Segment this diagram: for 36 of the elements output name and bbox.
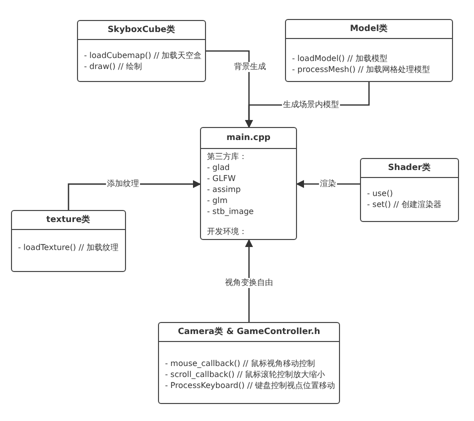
class-box	[285, 19, 453, 82]
arrow	[245, 239, 253, 322]
member-line: - scroll_callback() // 鼠标滚轮控制放大缩小	[165, 369, 326, 380]
edge-label: 渲染	[319, 179, 337, 189]
member-line: - GLFW	[207, 173, 237, 184]
class-box	[77, 20, 206, 82]
member-line: - loadCubemap() // 加载天空盒	[84, 50, 199, 61]
edge-label: 背景生成	[233, 62, 267, 72]
class-title: SkyboxCube类	[78, 21, 205, 40]
member-line: - set() // 创建渲染器	[367, 199, 442, 210]
class-title: Shader类	[361, 159, 458, 178]
edge-label: 视角变换自由	[224, 278, 274, 288]
class-box	[360, 158, 459, 222]
member-line: 第三方库：	[207, 151, 248, 162]
member-line: - draw() // 绘制	[84, 61, 143, 72]
edge-label: 生成场景内模型	[282, 100, 340, 110]
arrow	[296, 180, 360, 188]
class-title: texture类	[12, 211, 125, 230]
class-box	[200, 127, 297, 240]
member-line: - loadModel() // 加载模型	[292, 53, 388, 64]
member-line: - processMesh() // 加载网格处理模型	[292, 64, 431, 75]
member-line: - ProcessKeyboard() // 键盘控制视点位置移动	[165, 380, 333, 391]
class-title: Camera类 & GameController.h	[159, 323, 339, 342]
class-title: main.cpp	[201, 128, 296, 149]
member-line: - assimp	[207, 184, 242, 195]
member-line: - glm	[207, 195, 229, 206]
class-box	[158, 322, 340, 404]
member-line: - mouse_callback() // 鼠标视角移动控制	[165, 358, 316, 369]
edge-label: 添加纹理	[106, 179, 140, 189]
class-box	[11, 210, 126, 272]
member-line: - loadTexture() // 加载纹理	[18, 242, 119, 253]
member-line: 开发环境：	[207, 226, 248, 237]
member-line: - use()	[367, 188, 394, 199]
class-title: Model类	[286, 20, 452, 39]
member-line: - stb_image	[207, 206, 255, 217]
member-line: - glad	[207, 162, 231, 173]
